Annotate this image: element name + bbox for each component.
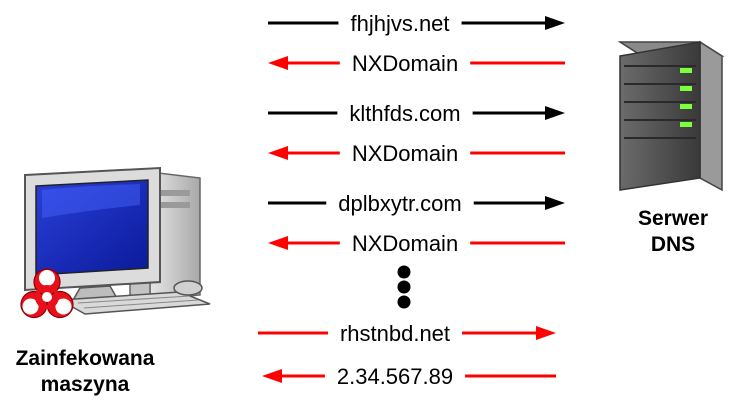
domain-label: dplbxytr.com [338,191,462,216]
domain-label: klthfds.com [349,101,460,126]
dns-server-label-line2: DNS [650,233,696,256]
biohazard-icon [20,268,74,319]
arrowhead-right [536,326,556,340]
query-row: rhstnbd.net [258,321,556,346]
domain-label: fhjhjvs.net [350,11,449,36]
response-label: 2.34.567.89 [337,364,453,389]
computer-icon [24,166,211,315]
arrowhead-left [268,56,288,70]
query-row: dplbxytr.com [268,191,565,216]
arrowhead-right [545,196,565,210]
infected-host-label-line2: maszyna [40,373,130,396]
arrowhead-right [545,106,565,120]
response-row: NXDomain [268,51,565,76]
response-row: NXDomain [268,141,565,166]
dns-server-label: Serwer DNS [618,206,728,258]
response-row: 2.34.567.89 [262,364,556,389]
arrowhead-left [262,369,282,383]
infected-host-label: Zainfekowana maszyna [0,346,170,398]
query-row: klthfds.com [268,101,565,126]
server-icon [617,40,725,192]
arrowhead-left [268,146,288,160]
response-label: NXDomain [352,231,458,256]
query-row: fhjhjvs.net [268,11,565,36]
response-row: NXDomain [268,231,565,256]
vertical-ellipsis [397,265,411,309]
arrowhead-left [268,236,288,250]
response-label: NXDomain [352,141,458,166]
domain-label: rhstnbd.net [340,321,450,346]
infected-host-label-line1: Zainfekowana [15,347,155,370]
message-rows: fhjhjvs.netNXDomainklthfds.comNXDomaindp… [258,11,565,389]
arrowhead-right [545,16,565,30]
response-label: NXDomain [352,51,458,76]
dns-server-label-line1: Serwer [637,207,709,230]
